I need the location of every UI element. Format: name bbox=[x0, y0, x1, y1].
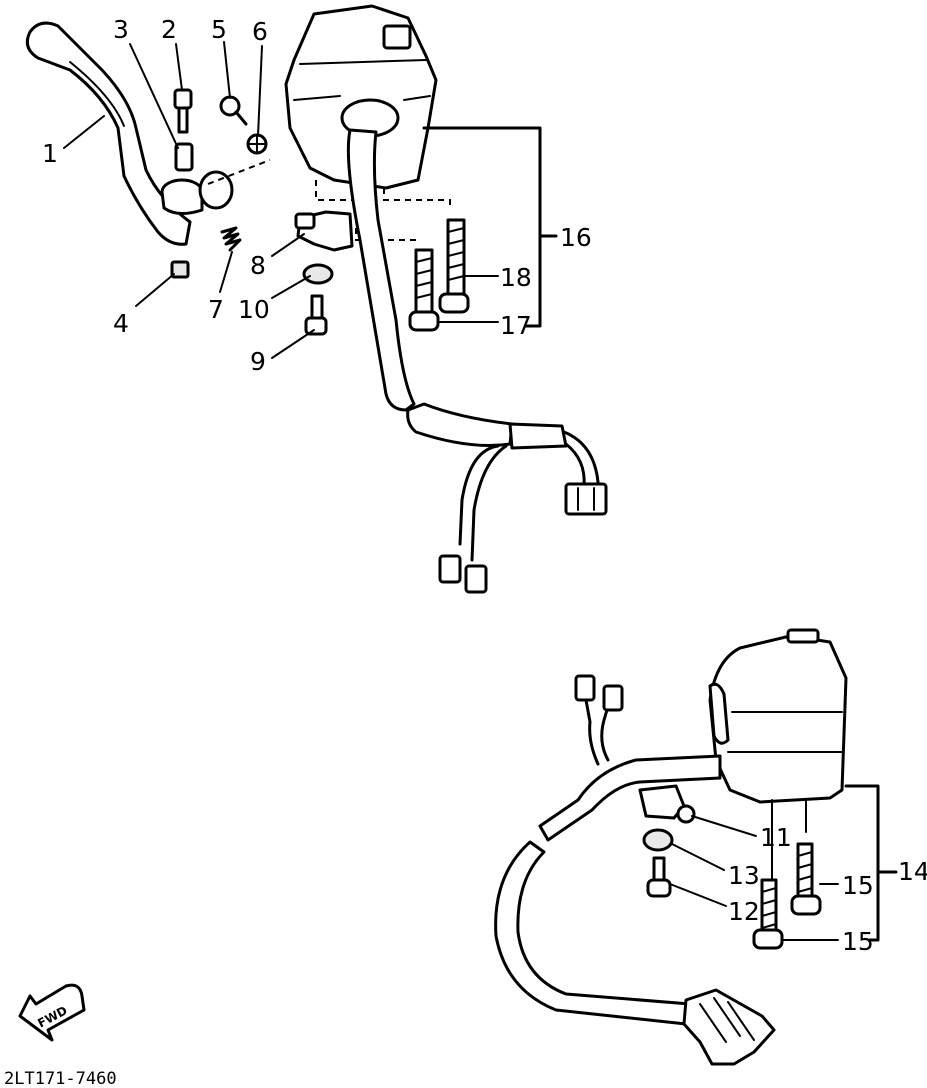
callout-15-lower: 15 bbox=[842, 927, 874, 956]
callout-15-upper: 15 bbox=[842, 871, 874, 900]
callout-7: 7 bbox=[208, 295, 224, 324]
callout-1: 1 bbox=[42, 139, 58, 168]
right-screw-lower bbox=[752, 878, 784, 950]
switch-button-part bbox=[638, 784, 696, 824]
callout-3: 3 bbox=[113, 15, 129, 44]
callout-10: 10 bbox=[238, 295, 270, 324]
callout-12: 12 bbox=[728, 897, 760, 926]
lever-nut bbox=[170, 260, 190, 279]
switch-screw-long bbox=[438, 218, 470, 314]
switch-small-screw bbox=[646, 856, 672, 898]
right-handlebar-switch bbox=[708, 628, 848, 804]
rubber-cap bbox=[302, 263, 334, 285]
callout-17: 17 bbox=[500, 311, 532, 340]
right-switch-harness bbox=[494, 674, 776, 1066]
left-switch-harness bbox=[346, 128, 608, 594]
callout-2: 2 bbox=[161, 15, 177, 44]
switch-cap bbox=[642, 828, 674, 852]
callout-13: 13 bbox=[728, 861, 760, 890]
adjuster-locknut bbox=[246, 133, 268, 155]
lever-bracket bbox=[160, 170, 234, 215]
callout-11: 11 bbox=[760, 823, 792, 852]
callout-18: 18 bbox=[500, 263, 532, 292]
right-screw-upper bbox=[790, 842, 822, 916]
callout-5: 5 bbox=[211, 15, 227, 44]
callout-14: 14 bbox=[898, 857, 927, 886]
lever-collar bbox=[174, 142, 194, 172]
switch-clip bbox=[294, 210, 354, 252]
leader-lines bbox=[63, 41, 839, 941]
adjuster-screw bbox=[219, 95, 248, 126]
callout-4: 4 bbox=[113, 309, 129, 338]
left-handlebar-switch bbox=[284, 4, 438, 190]
callout-16: 16 bbox=[560, 223, 592, 252]
callout-labels: 1 2 3 4 5 6 7 8 9 10 11 12 13 14 15 15 1… bbox=[42, 15, 927, 956]
drawing-code: 2LT171-7460 bbox=[4, 1069, 117, 1088]
callout-9: 9 bbox=[250, 347, 266, 376]
forward-arrow-icon: FWD bbox=[18, 983, 86, 1042]
callout-6: 6 bbox=[252, 17, 268, 46]
callout-8: 8 bbox=[250, 251, 266, 280]
lever-pivot-bolt bbox=[173, 88, 193, 134]
clip-screw bbox=[304, 294, 328, 336]
clutch-lever bbox=[25, 21, 192, 246]
switch-screw-short bbox=[408, 248, 440, 332]
lever-spring bbox=[220, 226, 242, 252]
